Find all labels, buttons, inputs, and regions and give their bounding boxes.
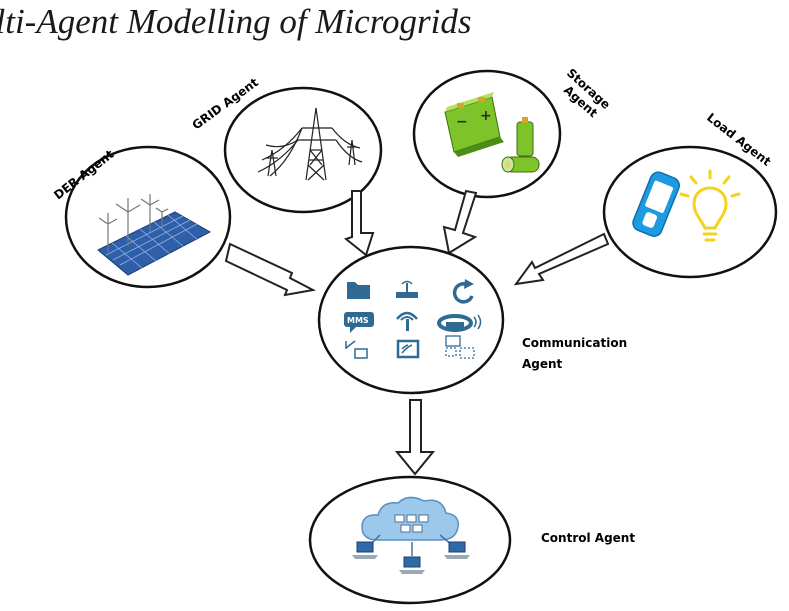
light-bulb-icon [679,169,741,242]
plus-sign-icon: + [480,108,492,124]
arrow-der-to-communication [224,242,317,297]
telephone-icon [437,314,482,332]
communication-agent-node: MMS [317,245,627,395]
der-agent-node: DER Agent [51,145,232,289]
arrow-storage-to-communication [442,189,478,255]
cast-icon [396,339,420,359]
mms-badge-text: MMS [347,316,369,325]
solar-panel-icon [97,211,212,276]
screen-share-icon [345,340,368,359]
laptop-left-icon [352,541,378,559]
transmission-tower-icon [257,107,363,181]
minus-sign-icon: − [456,114,468,130]
mobile-phone-icon [632,171,680,237]
communication-agent-label-line2: Agent [522,357,563,371]
arrow-grid-to-communication [343,190,375,257]
control-agent-node: Control Agent [308,475,635,605]
wind-turbine-icon [98,194,169,252]
communication-agent-label-line1: Communication [522,336,627,350]
router-icon [396,280,418,298]
load-agent-node: Load Agent [602,110,778,279]
laptop-right-icon [444,541,470,559]
arrow-load-to-communication [513,232,610,286]
mms-icon: MMS [344,312,374,333]
antenna-icon [396,311,418,331]
diagram-title: ulti-Agent Modelling of Microgrids [0,2,472,41]
arrow-communication-to-control [394,399,436,476]
refresh-icon [452,279,474,304]
folder-icon [347,282,370,299]
storage-agent-node: − + Storage Agent [412,66,613,199]
remote-desktop-icon [445,335,475,359]
laptop-bottom-icon [399,556,425,574]
control-agent-label: Control Agent [541,531,635,545]
battery-icon: − + [444,92,540,173]
